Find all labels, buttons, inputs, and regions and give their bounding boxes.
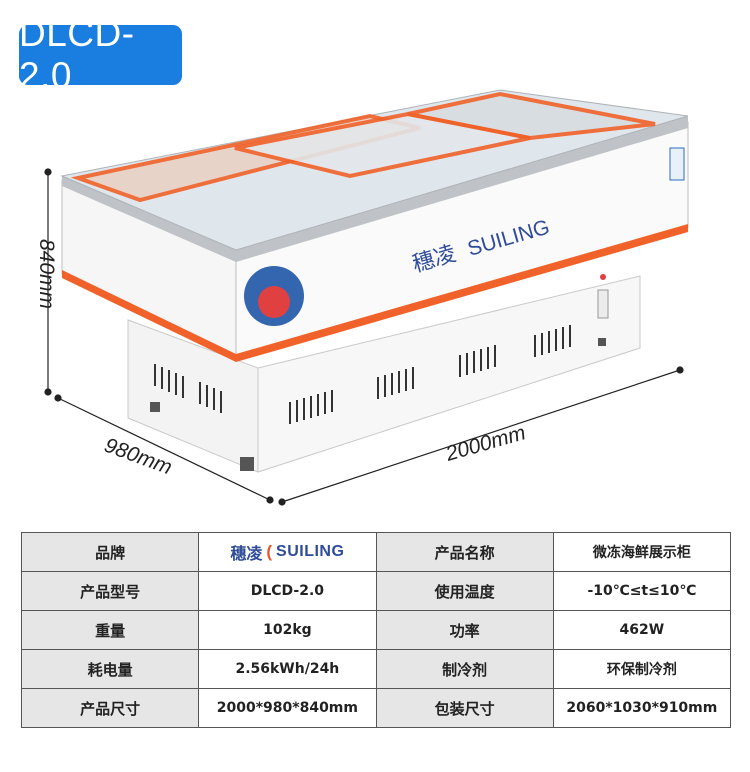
spec-table: 品牌 穗凌 ( SUILING 产品名称 微冻海鲜展示柜 产品型号 DLCD-2…	[20, 532, 732, 728]
spec-key: 使用温度	[375, 571, 554, 611]
spec-key: 功率	[375, 610, 554, 650]
spec-value: 微冻海鲜展示柜	[552, 532, 732, 572]
spec-value: 环保制冷剂	[552, 649, 732, 689]
table-row: 产品尺寸 2000*980*840mm 包装尺寸 2060*1030*910mm	[20, 688, 732, 728]
spec-value: 2000*980*840mm	[198, 688, 377, 728]
spec-key: 产品型号	[20, 571, 200, 611]
vent-grilles	[154, 325, 571, 424]
table-row: 重量 102kg 功率 462W	[20, 610, 732, 650]
spec-key: 耗电量	[20, 649, 200, 689]
spec-key: 产品尺寸	[20, 688, 200, 728]
brand-logo-cn: 穗凌	[230, 544, 263, 563]
spec-value: 2.56kWh/24h	[198, 649, 377, 689]
spec-value: 2060*1030*910mm	[552, 688, 732, 728]
spec-key: 制冷剂	[375, 649, 554, 689]
spec-value-brand: 穗凌 ( SUILING	[198, 532, 377, 572]
dimension-lines	[44, 168, 684, 506]
spec-value: DLCD-2.0	[198, 571, 377, 611]
spec-value: 102kg	[198, 610, 377, 650]
spec-key: 包装尺寸	[375, 688, 554, 728]
spec-key: 产品名称	[375, 532, 554, 572]
spec-key: 品牌	[20, 532, 200, 572]
table-row: 产品型号 DLCD-2.0 使用温度 -10℃≤t≤10℃	[20, 571, 732, 611]
model-badge: DLCD-2.0	[19, 13, 182, 96]
spec-value: -10℃≤t≤10℃	[552, 571, 732, 611]
brand-logo-en: SUILING	[276, 543, 345, 560]
brand-logo-mark-icon: (	[266, 542, 273, 561]
spec-key: 重量	[20, 610, 200, 650]
dimension-height: 840mm	[35, 238, 58, 310]
spec-value: 462W	[552, 610, 732, 650]
table-row: 品牌 穗凌 ( SUILING 产品名称 微冻海鲜展示柜	[20, 532, 732, 572]
table-row: 耗电量 2.56kWh/24h 制冷剂 环保制冷剂	[20, 649, 732, 689]
freezer-illustration: 穗凌 SUILING	[44, 89, 689, 506]
